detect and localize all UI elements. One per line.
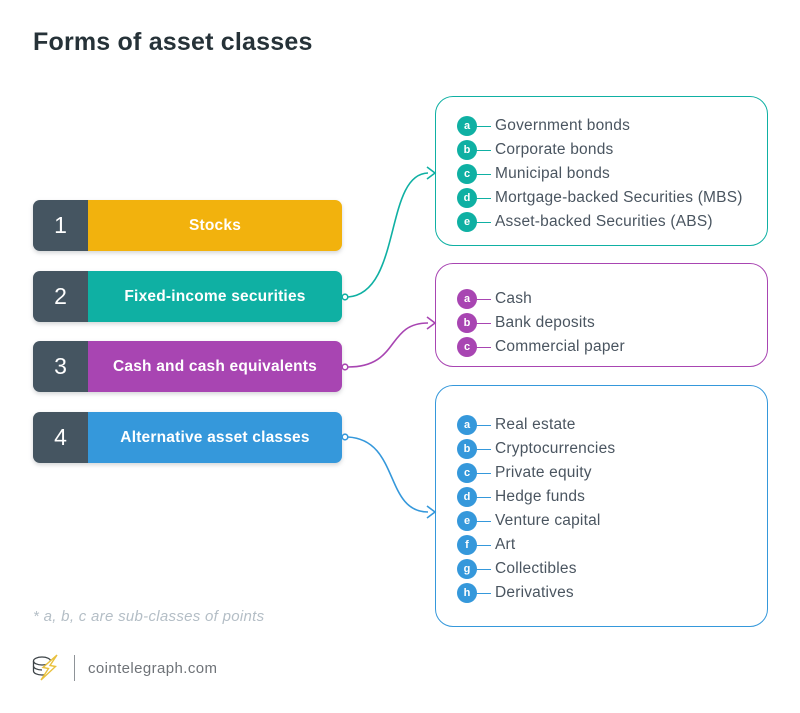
footer-brand: cointelegraph.com bbox=[30, 652, 217, 684]
connector-dash bbox=[476, 149, 491, 151]
list-item-label: Real estate bbox=[495, 416, 576, 433]
lightning-bolt-icon bbox=[40, 654, 58, 681]
letter-badge: a bbox=[457, 415, 477, 435]
letter-badge: f bbox=[457, 535, 477, 555]
connector-dash bbox=[476, 592, 491, 594]
row-number: 3 bbox=[33, 341, 88, 392]
row-number: 4 bbox=[33, 412, 88, 463]
connector-dash bbox=[476, 197, 491, 199]
row-label: Cash and cash equivalents bbox=[88, 341, 342, 392]
list-item-label: Mortgage-backed Securities (MBS) bbox=[495, 189, 743, 206]
connector-dash bbox=[476, 472, 491, 474]
list-item: b Corporate bonds bbox=[436, 138, 767, 162]
list-item: f Art bbox=[436, 533, 767, 557]
row-label: Fixed-income securities bbox=[88, 271, 342, 322]
arrow-curve bbox=[347, 172, 429, 298]
connector-dash bbox=[476, 173, 491, 175]
letter-badge: e bbox=[457, 212, 477, 232]
list-item: e Venture capital bbox=[436, 509, 767, 533]
list-item: a Cash bbox=[436, 287, 767, 311]
row-label: Alternative asset classes bbox=[88, 412, 342, 463]
connector-dash bbox=[476, 448, 491, 450]
footer-divider bbox=[74, 655, 75, 681]
asset-row-cash: 3 Cash and cash equivalents bbox=[33, 341, 342, 392]
list-item: h Derivatives bbox=[436, 581, 767, 605]
subclass-box-cash: a Cash b Bank deposits c Commercial pape… bbox=[435, 263, 768, 367]
list-item-label: Cryptocurrencies bbox=[495, 440, 616, 457]
letter-badge: b bbox=[457, 439, 477, 459]
connector-dash bbox=[476, 544, 491, 546]
list-item-label: Private equity bbox=[495, 464, 592, 481]
asset-row-fixed-income: 2 Fixed-income securities bbox=[33, 271, 342, 322]
letter-badge: c bbox=[457, 337, 477, 357]
row-number: 1 bbox=[33, 200, 88, 251]
connector-dash bbox=[476, 520, 491, 522]
letter-badge: b bbox=[457, 313, 477, 333]
letter-badge: h bbox=[457, 583, 477, 603]
list-item: c Municipal bonds bbox=[436, 162, 767, 186]
list-item: a Real estate bbox=[436, 413, 767, 437]
arrow-alternative bbox=[341, 433, 437, 519]
letter-badge: c bbox=[457, 463, 477, 483]
arrow-fixed-income bbox=[341, 166, 437, 301]
footer-site-url: cointelegraph.com bbox=[88, 659, 218, 677]
list-item-label: Venture capital bbox=[495, 512, 601, 529]
letter-badge: g bbox=[457, 559, 477, 579]
connector-dash bbox=[476, 346, 491, 348]
list-item: d Hedge funds bbox=[436, 485, 767, 509]
asset-row-stocks: 1 Stocks bbox=[33, 200, 342, 251]
arrow-curve bbox=[347, 436, 429, 513]
list-item: c Private equity bbox=[436, 461, 767, 485]
connector-dash bbox=[476, 125, 491, 127]
connector-dash bbox=[476, 322, 491, 324]
arrow-cash bbox=[341, 316, 437, 371]
letter-badge: c bbox=[457, 164, 477, 184]
list-item: c Commercial paper bbox=[436, 335, 767, 359]
list-item-label: Government bonds bbox=[495, 117, 631, 134]
list-item-label: Commercial paper bbox=[495, 338, 625, 355]
row-number: 2 bbox=[33, 271, 88, 322]
letter-badge: a bbox=[457, 289, 477, 309]
letter-badge: d bbox=[457, 487, 477, 507]
list-item: a Government bonds bbox=[436, 114, 767, 138]
list-item-label: Asset-backed Securities (ABS) bbox=[495, 213, 713, 230]
list-item-label: Cash bbox=[495, 290, 532, 307]
letter-badge: d bbox=[457, 188, 477, 208]
arrow-start-dot bbox=[341, 433, 349, 441]
list-item: d Mortgage-backed Securities (MBS) bbox=[436, 186, 767, 210]
row-label: Stocks bbox=[88, 200, 342, 251]
subclass-box-fixed-income: a Government bonds b Corporate bonds c M… bbox=[435, 96, 768, 246]
arrowhead-icon bbox=[426, 505, 437, 519]
list-item-label: Municipal bonds bbox=[495, 165, 611, 182]
list-item-label: Art bbox=[495, 536, 516, 553]
letter-badge: a bbox=[457, 116, 477, 136]
connector-dash bbox=[476, 298, 491, 300]
page-title: Forms of asset classes bbox=[33, 28, 313, 56]
list-item: b Bank deposits bbox=[436, 311, 767, 335]
connector-dash bbox=[476, 221, 491, 223]
list-item: g Collectibles bbox=[436, 557, 767, 581]
arrow-start-dot bbox=[341, 293, 349, 301]
list-item-label: Bank deposits bbox=[495, 314, 595, 331]
asset-row-alternative: 4 Alternative asset classes bbox=[33, 412, 342, 463]
subclass-box-alternative: a Real estate b Cryptocurrencies c Priva… bbox=[435, 385, 768, 627]
arrowhead-icon bbox=[426, 166, 437, 180]
cointelegraph-logo-icon bbox=[32, 654, 58, 681]
list-item-label: Hedge funds bbox=[495, 488, 586, 505]
connector-dash bbox=[476, 424, 491, 426]
list-item: e Asset-backed Securities (ABS) bbox=[436, 210, 767, 234]
arrowhead-icon bbox=[426, 316, 437, 330]
list-item-label: Derivatives bbox=[495, 584, 574, 601]
footnote: * a, b, c are sub-classes of points bbox=[33, 608, 265, 625]
letter-badge: b bbox=[457, 140, 477, 160]
connector-dash bbox=[476, 496, 491, 498]
letter-badge: e bbox=[457, 511, 477, 531]
arrow-start-dot bbox=[341, 363, 349, 371]
list-item: b Cryptocurrencies bbox=[436, 437, 767, 461]
connector-dash bbox=[476, 568, 491, 570]
arrow-curve bbox=[347, 322, 429, 368]
list-item-label: Corporate bonds bbox=[495, 141, 614, 158]
list-item-label: Collectibles bbox=[495, 560, 577, 577]
